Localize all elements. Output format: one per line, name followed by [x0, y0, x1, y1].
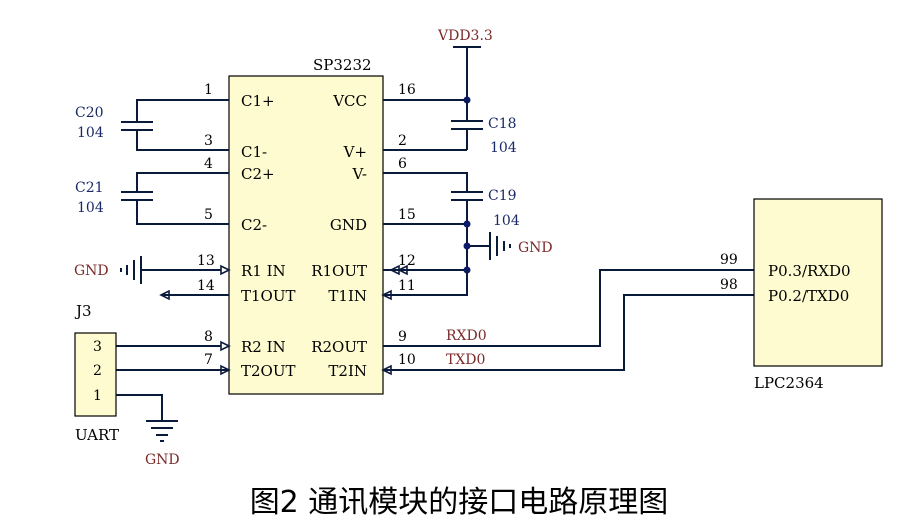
- t1out-wire: [159, 289, 229, 301]
- gnd-pin15-wire: [383, 220, 511, 260]
- pin-num-16: 16: [398, 82, 416, 98]
- pin-num-12: 12: [398, 253, 416, 269]
- vdd-symbol: [453, 46, 481, 100]
- uart-name: UART: [75, 426, 119, 444]
- pin-name-t2in: T2IN: [328, 362, 367, 380]
- uart-ref: J3: [74, 302, 92, 320]
- uart-gnd-wire: [116, 394, 178, 442]
- uart-pin-2: 2: [93, 363, 102, 379]
- vminus-c19-wire: [383, 172, 483, 270]
- lpc2364-body: [753, 198, 883, 367]
- pin-name-c2p: C2+: [241, 165, 275, 183]
- pin-num-10: 10: [398, 352, 416, 368]
- c19-ref: C19: [488, 188, 517, 204]
- pin-num-13: 13: [197, 253, 215, 269]
- c18-ref: C18: [488, 116, 517, 132]
- c18-value: 104: [490, 140, 517, 156]
- pin-name-c2m: C2-: [241, 216, 267, 234]
- pin-name-c1m: C1-: [241, 143, 267, 161]
- pin-name-r1out: R1OUT: [311, 262, 367, 280]
- pin-name-t1out: T1OUT: [241, 287, 296, 305]
- pin-name-t1in: T1IN: [328, 287, 367, 305]
- r2in-wire: [116, 340, 231, 352]
- pin-num-4: 4: [204, 156, 213, 172]
- pin-name-r1in: R1 IN: [241, 262, 286, 280]
- gnd-label-uart: GND: [145, 452, 180, 468]
- c21-ref: C21: [75, 180, 104, 196]
- c20-value: 104: [77, 125, 104, 141]
- pin-name-vplus: V+: [343, 143, 367, 161]
- c19-value: 104: [493, 213, 520, 229]
- pin-num-1: 1: [204, 82, 213, 98]
- lpc-pin-num-98: 98: [720, 277, 738, 293]
- pin-num-6: 6: [398, 156, 407, 172]
- pin-name-vcc: VCC: [332, 92, 367, 110]
- lpc-pin-name-rxd: P0.3/RXD0: [768, 262, 851, 280]
- txd0-label: TXD0: [446, 352, 485, 368]
- uart-body: [74, 332, 117, 417]
- gnd-label-left: GND: [74, 263, 109, 279]
- pin-name-r2out: R2OUT: [311, 338, 367, 356]
- vcc-wire: [383, 96, 483, 150]
- pin-num-11: 11: [398, 278, 416, 294]
- pin-num-8: 8: [204, 329, 213, 345]
- pin-num-15: 15: [398, 207, 416, 223]
- vdd-label: VDD3.3: [437, 28, 493, 44]
- uart-pin-1: 1: [93, 388, 102, 404]
- r1out-wire: [383, 264, 471, 276]
- pin-num-9: 9: [398, 329, 407, 345]
- lpc-pin-name-txd: P0.2/TXD0: [768, 287, 849, 305]
- sp3232-name: SP3232: [313, 56, 372, 74]
- rxd0-wire: [383, 269, 754, 347]
- pin-num-7: 7: [204, 352, 213, 368]
- rxd0-label: RXD0: [446, 328, 487, 344]
- sp3232-body: [228, 75, 384, 395]
- uart-pin-3: 3: [93, 339, 102, 355]
- pin-name-t2out: T2OUT: [241, 362, 296, 380]
- pin-name-vminus: V-: [351, 165, 367, 183]
- c21-network: [121, 172, 229, 225]
- txd0-wire: [381, 294, 754, 376]
- gnd-label-right: GND: [518, 240, 553, 256]
- pin-name-gnd: GND: [330, 216, 367, 234]
- pin-num-14: 14: [197, 278, 215, 294]
- t1in-wire: [381, 270, 468, 301]
- pin-num-2: 2: [398, 133, 407, 149]
- pin-name-r2in: R2 IN: [241, 338, 286, 356]
- lpc-pin-num-99: 99: [720, 252, 738, 268]
- lpc2364-name: LPC2364: [754, 374, 824, 392]
- pin-num-5: 5: [204, 207, 213, 223]
- pin-num-3: 3: [204, 133, 213, 149]
- pin-name-c1p: C1+: [241, 92, 275, 110]
- c20-network: [121, 99, 229, 151]
- c21-value: 104: [77, 200, 104, 216]
- r1in-gnd-wire: [120, 256, 231, 284]
- t2out-wire: [116, 364, 231, 376]
- c20-ref: C20: [75, 105, 104, 121]
- figure-caption: 图2 通讯模块的接口电路原理图: [250, 485, 669, 520]
